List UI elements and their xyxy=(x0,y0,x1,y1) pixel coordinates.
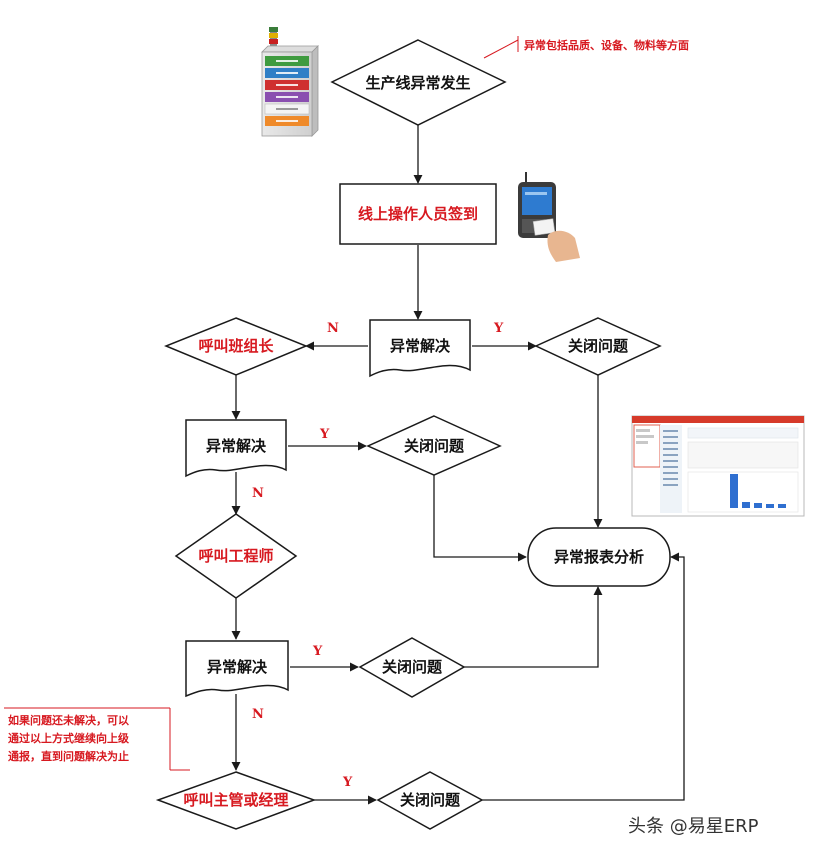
edge-close4-report xyxy=(482,552,685,801)
node-close4 xyxy=(376,771,484,830)
label-call-leader: 呼叫班组长 xyxy=(198,337,274,355)
node-close2 xyxy=(366,415,502,476)
note-top-right-text: 异常包括品质、设备、物料等方面 xyxy=(524,38,689,52)
note-left-line-1: 如果问题还未解决，可以 xyxy=(8,713,129,727)
label-close3: 关闭问题 xyxy=(382,658,443,676)
connectors xyxy=(231,125,685,805)
report-screenshot-thumbnail xyxy=(631,415,805,517)
label-close4: 关闭问题 xyxy=(400,791,461,809)
edge-label-y-1: Y xyxy=(493,321,504,336)
edge-close3-report xyxy=(464,586,603,668)
note-left-line-2: 通过以上方式继续向上级 xyxy=(8,731,130,745)
label-start: 生产线异常发生 xyxy=(365,74,470,92)
node-resolve1 xyxy=(369,319,471,378)
label-call-engineer: 呼叫工程师 xyxy=(198,547,273,565)
edge-label-y-4: Y xyxy=(342,775,353,790)
node-call-leader xyxy=(164,317,308,376)
node-resolve3 xyxy=(185,640,289,698)
note-left-line-3: 通报，直到问题解决为止 xyxy=(8,749,129,763)
node-resolve2 xyxy=(185,419,287,478)
label-resolve2: 异常解决 xyxy=(206,437,267,455)
node-close3 xyxy=(358,637,466,698)
node-signin xyxy=(339,183,497,245)
label-close1: 关闭问题 xyxy=(568,337,629,355)
label-resolve3: 异常解决 xyxy=(207,658,268,676)
edge-label-n-3: N xyxy=(252,707,264,722)
node-call-engineer xyxy=(174,513,298,599)
node-report xyxy=(527,527,671,587)
edge-label-n-1: N xyxy=(327,321,339,336)
node-start xyxy=(330,39,507,126)
edge-label-y-2: Y xyxy=(319,427,330,442)
node-call-manager xyxy=(155,771,317,830)
edge-close2-report xyxy=(433,475,527,562)
note-top-right: 异常包括品质、设备、物料等方面 xyxy=(483,36,689,59)
label-report: 异常报表分析 xyxy=(554,548,644,566)
note-left: 如果问题还未解决，可以 通过以上方式继续向上级 通报，直到问题解决为止 xyxy=(4,707,190,771)
watermark-text: 头条 @易星ERP xyxy=(628,816,759,837)
label-resolve1: 异常解决 xyxy=(390,337,451,355)
card-reader-icon xyxy=(518,172,580,262)
label-signin: 线上操作人员签到 xyxy=(358,205,478,223)
label-call-manager: 呼叫主管或经理 xyxy=(183,791,288,809)
edge-label-n-2: N xyxy=(252,486,264,501)
label-close2: 关闭问题 xyxy=(404,437,465,455)
andon-light-tower-icon xyxy=(261,27,319,137)
edge-label-y-3: Y xyxy=(312,644,323,659)
node-close1 xyxy=(534,317,662,376)
